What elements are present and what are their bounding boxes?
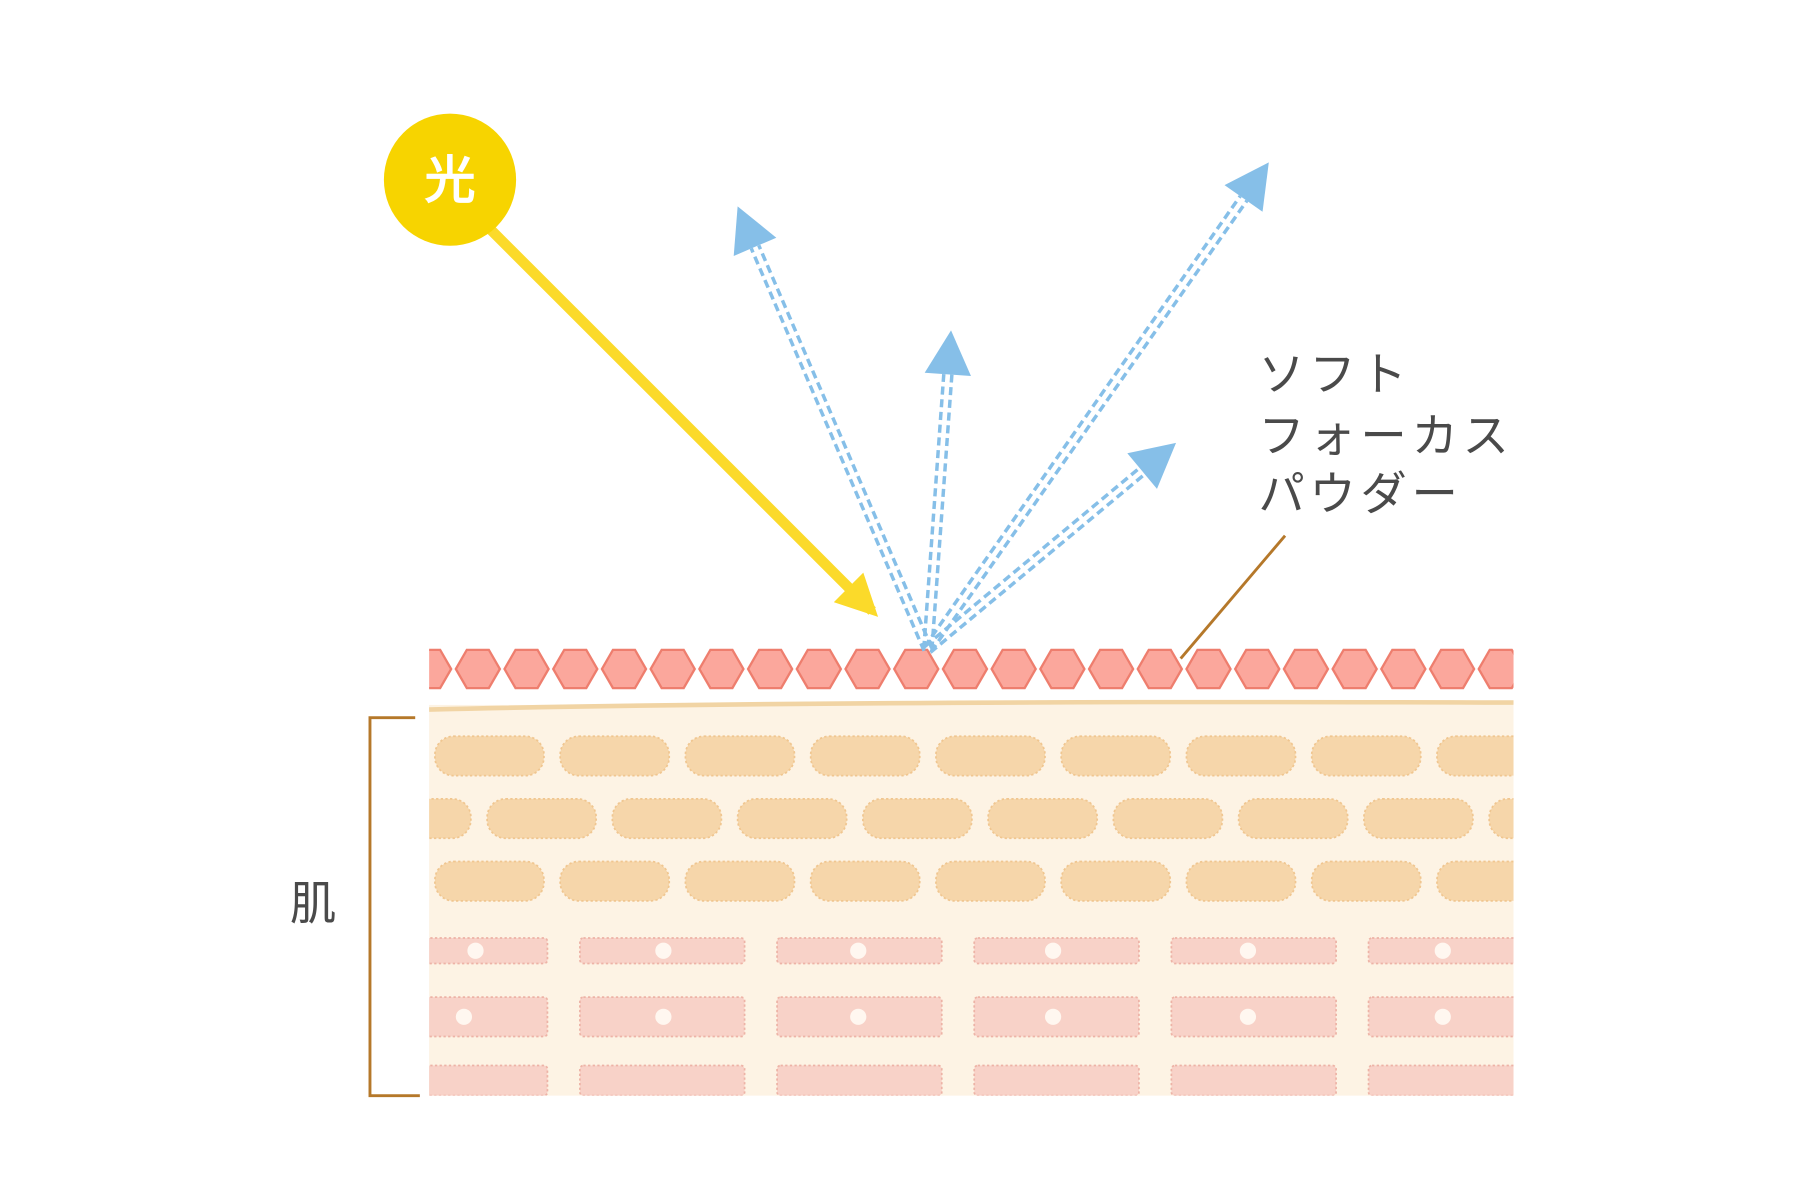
skin-cell [559,735,671,777]
skin-cell [935,735,1046,777]
reflected-light-ray [930,374,954,650]
basal-cell [973,1064,1140,1096]
powder-particle [1282,648,1330,690]
cell-nucleus [1044,1008,1062,1025]
cell-nucleus [850,1008,867,1025]
cell-nucleus [1239,942,1257,959]
light-label: 光 [424,152,475,211]
skin-cell [486,797,598,840]
powder-particle [649,648,697,690]
skin-cell [736,797,848,840]
skin-cell [1310,735,1422,777]
skin-cell [935,860,1046,902]
reflected-light-ray [757,244,934,649]
powder-particle [454,648,502,690]
skin-cell [1112,797,1224,840]
skin-cell [429,797,472,840]
reflected-light-ray [923,195,1242,648]
basal-cell [1170,1064,1337,1096]
powder-label-line1: ソフト [1258,348,1411,402]
powder-particle [429,648,453,690]
skin-surface-line [429,699,1514,712]
reflection-arrows [733,162,1269,654]
skin-cell [434,735,545,777]
powder-particle [1185,648,1232,690]
powder-particle [551,648,599,690]
cell-nucleus [1434,942,1451,959]
reflected-light-ray [922,373,946,650]
cell-nucleus [655,1008,672,1025]
skin-cell [1237,797,1349,840]
skin-label: 肌 [290,876,341,930]
skin-cell [310,736,419,775]
basal-cell [776,1064,943,1096]
skin-cell [559,860,671,902]
basal-cell [429,996,549,1038]
basal-cell [579,1064,746,1096]
skin-cell [1363,797,1474,840]
powder-leader-line [1179,534,1287,660]
skin-cell [684,735,796,777]
light-source-icon [383,113,517,246]
powder-particle-row [429,648,1514,690]
powder-particle [503,648,550,690]
powder-particle [746,648,794,690]
upper-cell-layer [237,735,1514,902]
skin-cell [809,860,921,902]
skin-cell [1436,735,1514,777]
reflection-arrowhead-icon [1224,162,1269,212]
skin-cell [1185,735,1297,777]
powder-particle [1038,648,1086,690]
powder-particle [1331,648,1379,690]
cell-nucleus [467,942,484,959]
powder-particle [698,648,745,690]
skin-bracket [368,716,420,1098]
reflected-light-ray [924,466,1141,648]
skin-cell [1060,735,1172,777]
light-ray-arrow [483,222,879,617]
cell-nucleus [1434,1008,1451,1025]
skin-cell [809,735,921,777]
powder-label-line3: パウダー [1258,467,1462,521]
cell-nucleus [850,942,867,959]
cell-nucleus [655,942,672,959]
basal-cell [429,1064,549,1096]
cell-nucleus [1044,942,1062,959]
reflection-arrowhead-icon [733,206,777,257]
powder-particle [795,648,843,690]
skin-cell [611,797,723,840]
cell-nucleus [1239,1008,1257,1025]
powder-particle [1136,648,1184,690]
powder-particle [892,648,940,690]
reflected-light-ray [929,199,1249,653]
basal-cell [1367,1064,1514,1096]
powder-particle [1233,648,1281,690]
reflection-arrowhead-icon [924,330,971,377]
powder-particle [1477,648,1514,690]
reflected-light-ray [749,247,926,652]
skin-cell [862,797,973,840]
lower-cell-layer [429,937,1514,1096]
powder-particle [1087,648,1135,690]
reflection-arrowhead-icon [1127,442,1177,489]
skin-cell [434,860,545,902]
powder-particle [1379,648,1427,690]
reflected-light-ray [929,472,1146,654]
powder-particle [844,648,891,690]
cell-nucleus [455,1008,473,1025]
powder-particle [990,648,1038,690]
skin-cell [1436,860,1514,902]
skin-cell [987,797,1099,840]
skin-cell [1310,860,1422,902]
skin-cell [1488,797,1514,840]
skin-cell [684,860,796,902]
powder-particle [600,648,648,690]
skin-cell [237,799,346,838]
basal-cell [429,937,549,965]
skin-cell [1185,860,1297,902]
powder-label-line2: フォーカス [1258,409,1513,463]
powder-particle [1428,648,1476,690]
skin-cell [1060,860,1172,902]
powder-particle [941,648,989,690]
